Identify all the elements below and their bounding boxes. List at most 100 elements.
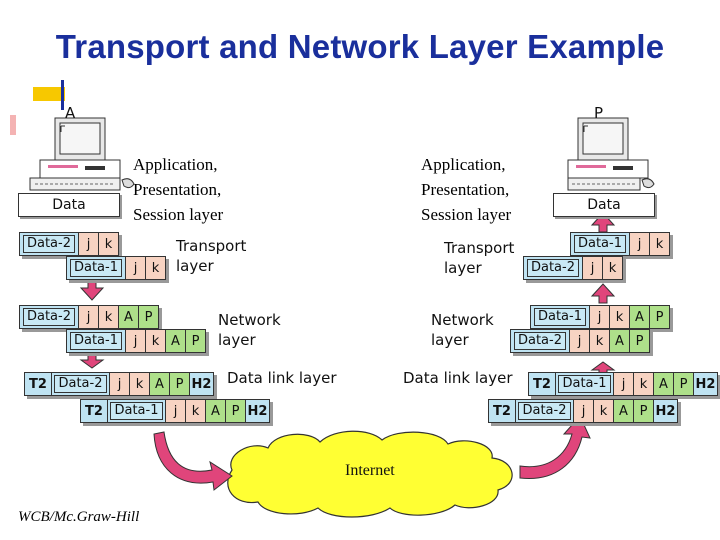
trailer-t2: T2 [529, 373, 555, 395]
data-cell: Data-2 [515, 400, 573, 422]
frame-right-1: T2 Data-1 j k A P H2 [528, 372, 718, 396]
header-j: j [582, 257, 602, 279]
header-p: P [169, 373, 189, 395]
data-cell: Data-1 [571, 233, 629, 255]
header-h2: H2 [693, 373, 717, 395]
header-k: k [602, 257, 622, 279]
label-line: layer [218, 331, 256, 349]
decorative-blue-line [61, 80, 64, 110]
header-j: j [629, 233, 649, 255]
upper-layers-left: Application, Presentation, Session layer [133, 152, 223, 227]
network-layer-label-right: Network layer [431, 310, 494, 350]
header-k: k [185, 400, 205, 422]
header-h2: H2 [245, 400, 269, 422]
trailer-t2: T2 [25, 373, 51, 395]
header-j: j [573, 400, 593, 422]
decorative-pink-bar [10, 115, 16, 135]
data-label: Data-2 [513, 332, 566, 350]
transport-packet-left-2: Data-1 j k [66, 256, 166, 280]
credit-text: WCB/Mc.Graw-Hill [18, 509, 140, 525]
header-k: k [145, 257, 165, 279]
data-label: Data-2 [518, 402, 571, 420]
data-label: Data-1 [69, 259, 122, 277]
header-p: P [673, 373, 693, 395]
upper-layer-line: Session layer [133, 205, 224, 224]
label-line: layer [176, 257, 214, 275]
transport-packet-right-1: Data-1 j k [570, 232, 670, 256]
arrow-to-internet [153, 431, 233, 491]
data-box-left: Data [18, 193, 120, 217]
datalink-layer-label-left: Data link layer [227, 369, 337, 387]
header-a: A [205, 400, 225, 422]
header-p: P [185, 330, 205, 352]
header-k: k [593, 400, 613, 422]
transport-packet-right-2: Data-2 j k [523, 256, 623, 280]
down-arrow-left-2 [79, 354, 105, 369]
transport-layer-label-right: Transport layer [444, 238, 514, 278]
frame-left-1: T2 Data-2 j k A P H2 [24, 372, 214, 396]
upper-layer-line: Application, [421, 155, 506, 174]
data-label: Data-2 [526, 259, 579, 277]
data-label: Data-1 [69, 332, 122, 350]
data-label: Data-1 [533, 308, 586, 326]
datalink-layer-label-right: Data link layer [403, 369, 513, 387]
label-line: Network [431, 311, 494, 329]
data-label: Data-2 [54, 375, 107, 393]
upper-layers-right: Application, Presentation, Session layer [421, 152, 511, 227]
decorative-yellow-bar [33, 87, 65, 101]
up-arrow-right-2 [590, 283, 616, 304]
down-arrow-left-1 [79, 279, 105, 301]
header-j: j [569, 330, 589, 352]
data-label: Data-1 [573, 235, 626, 253]
frame-right-2: T2 Data-2 j k A P H2 [488, 399, 678, 423]
data-label: Data-2 [22, 235, 75, 253]
network-packet-right-2: Data-2 j k A P [510, 329, 650, 353]
trailer-t2: T2 [81, 400, 107, 422]
upper-layer-line: Presentation, [133, 180, 222, 199]
data-cell: Data-1 [67, 330, 125, 352]
data-cell: Data-2 [524, 257, 582, 279]
header-j: j [109, 373, 129, 395]
header-j: j [613, 373, 633, 395]
label-line: Transport [444, 239, 515, 257]
header-j: j [125, 257, 145, 279]
header-p: P [629, 330, 649, 352]
computer-icon-left [29, 117, 135, 191]
header-k: k [129, 373, 149, 395]
header-j: j [589, 306, 609, 328]
network-packet-left-1: Data-2 j k A P [19, 305, 159, 329]
data-cell: Data-1 [555, 373, 613, 395]
computer-icon-right [567, 117, 655, 191]
header-a: A [149, 373, 169, 395]
header-p: P [225, 400, 245, 422]
header-j: j [78, 233, 98, 255]
data-label: Data-1 [110, 402, 163, 420]
header-k: k [633, 373, 653, 395]
upper-layer-line: Presentation, [421, 180, 510, 199]
data-cell: Data-1 [107, 400, 165, 422]
node-a-label: A [65, 104, 76, 122]
trailer-t2: T2 [489, 400, 515, 422]
data-label: Data-2 [22, 308, 75, 326]
label-line: layer [431, 331, 469, 349]
header-a: A [118, 306, 138, 328]
header-j: j [165, 400, 185, 422]
data-cell: Data-2 [51, 373, 109, 395]
header-k: k [145, 330, 165, 352]
upper-layer-line: Session layer [421, 205, 512, 224]
internet-cloud [227, 430, 513, 518]
header-k: k [98, 306, 118, 328]
header-a: A [629, 306, 649, 328]
network-layer-label-left: Network layer [218, 310, 281, 350]
header-p: P [633, 400, 653, 422]
header-k: k [589, 330, 609, 352]
label-line: layer [444, 259, 482, 277]
network-packet-left-2: Data-1 j k A P [66, 329, 206, 353]
data-box-right: Data [553, 193, 655, 217]
data-cell: Data-2 [20, 233, 78, 255]
header-k: k [98, 233, 118, 255]
network-packet-right-1: Data-1 j k A P [530, 305, 670, 329]
header-p: P [649, 306, 669, 328]
header-h2: H2 [189, 373, 213, 395]
header-a: A [165, 330, 185, 352]
